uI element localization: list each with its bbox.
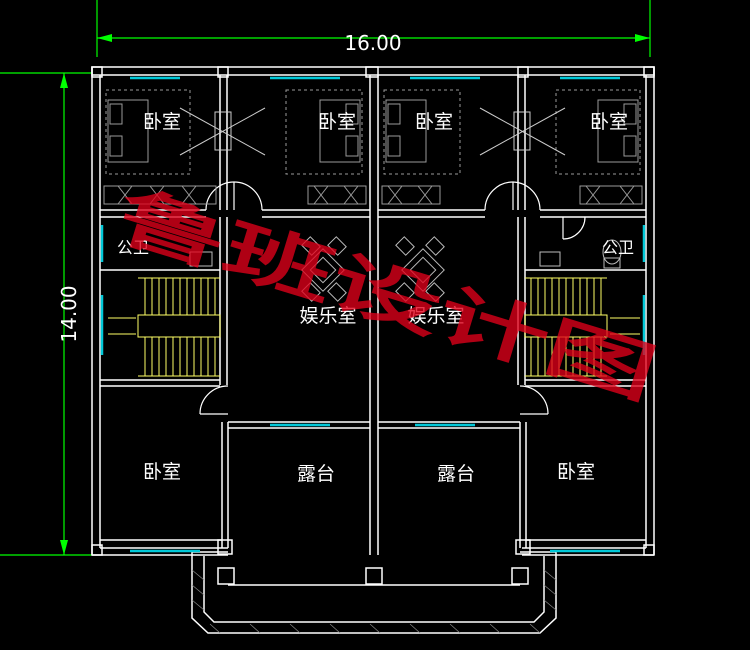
room-label-bathroom-left: 公卫 xyxy=(117,238,149,257)
windows xyxy=(100,76,646,553)
room-label-entertainment-right: 娱乐室 xyxy=(407,305,464,327)
dimension-horizontal xyxy=(96,0,651,57)
room-label-bedroom-top-4: 卧室 xyxy=(590,111,628,133)
room-label-bedroom-top-1: 卧室 xyxy=(143,111,181,133)
structural-columns xyxy=(91,66,655,585)
furniture-beds xyxy=(103,89,643,205)
interior-walls xyxy=(100,75,646,555)
room-label-entertainment-left: 娱乐室 xyxy=(299,305,356,327)
balcony-parapet xyxy=(191,551,557,634)
room-label-bedroom-bottom-right: 卧室 xyxy=(557,461,595,483)
furniture-bathroom-fixtures xyxy=(189,239,622,269)
dimension-height-label: 14.00 xyxy=(57,285,81,342)
stair-right xyxy=(524,277,640,377)
dimension-vertical xyxy=(0,72,92,556)
door-swings xyxy=(199,181,586,415)
furniture-game-tables xyxy=(301,236,445,302)
room-label-bedroom-top-2: 卧室 xyxy=(318,111,356,133)
furniture-closets xyxy=(179,107,566,156)
room-label-terrace-right: 露台 xyxy=(437,463,475,485)
stair-left xyxy=(108,277,221,377)
room-label-bedroom-top-3: 卧室 xyxy=(415,111,453,133)
balcony-hatch xyxy=(191,569,557,634)
dimension-width-label: 16.00 xyxy=(344,31,401,55)
room-label-terrace-left: 露台 xyxy=(297,463,335,485)
room-label-bedroom-bottom-left: 卧室 xyxy=(143,461,181,483)
room-label-bathroom-right: 公卫 xyxy=(602,238,634,257)
